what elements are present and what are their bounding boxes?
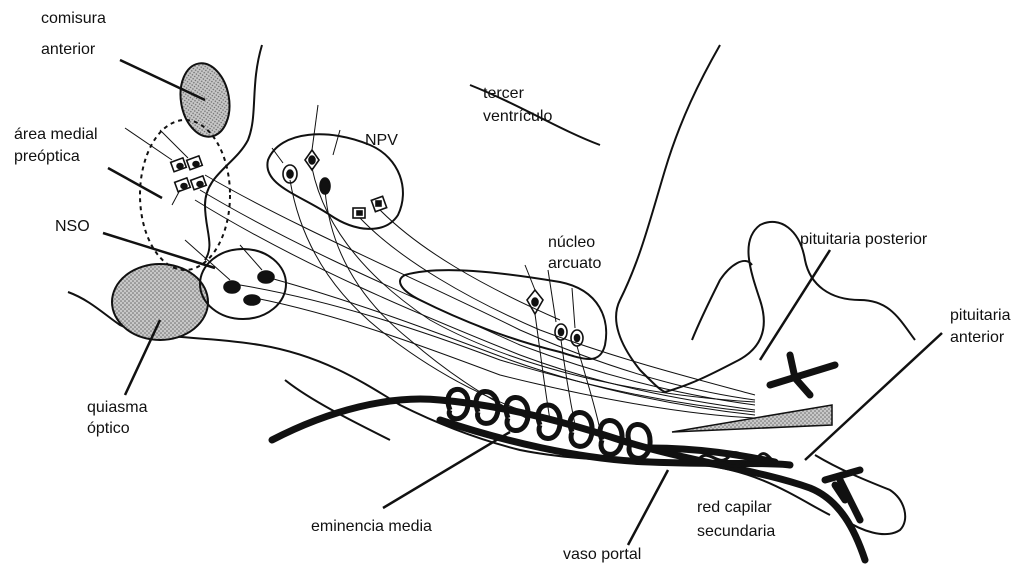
label-nso: NSO	[55, 218, 90, 235]
label-comisura-anterior-2: anterior	[41, 41, 96, 58]
label-area-medial-preoptica-1: área medial	[14, 126, 98, 143]
label-nucleo-arcuato-1: núcleo	[548, 234, 595, 251]
label-red-capilar-secundaria-1: red capilar	[697, 499, 772, 516]
label-area-medial-preoptica-2: preóptica	[14, 148, 80, 165]
neuron-cells	[171, 150, 583, 346]
pituitary-vessel-branches	[770, 355, 860, 520]
label-nucleo-arcuato-2: arcuato	[548, 255, 601, 272]
label-tercer-ventriculo-1: tercer	[483, 85, 525, 102]
label-comisura-anterior-1: comisura	[41, 10, 106, 27]
label-tercer-ventriculo-2: ventrículo	[483, 108, 552, 125]
label-pituitaria-anterior-1: pituitaria	[950, 307, 1011, 324]
optic-chiasm	[112, 264, 208, 340]
label-red-capilar-secundaria-2: secundaria	[697, 523, 775, 540]
label-npv: NPV	[365, 132, 398, 149]
label-pituitaria-posterior: pituitaria posterior	[800, 231, 928, 248]
label-quiasma-optico-2: óptico	[87, 420, 130, 437]
label-pituitaria-anterior-2: anterior	[950, 329, 1005, 346]
axon-tracts	[125, 105, 755, 430]
label-quiasma-optico-1: quiasma	[87, 399, 148, 416]
label-vaso-portal: vaso portal	[563, 546, 641, 563]
nso-nucleus-outline	[200, 249, 286, 319]
infundibular-stipple	[672, 405, 832, 432]
label-eminencia-media: eminencia media	[311, 518, 432, 535]
